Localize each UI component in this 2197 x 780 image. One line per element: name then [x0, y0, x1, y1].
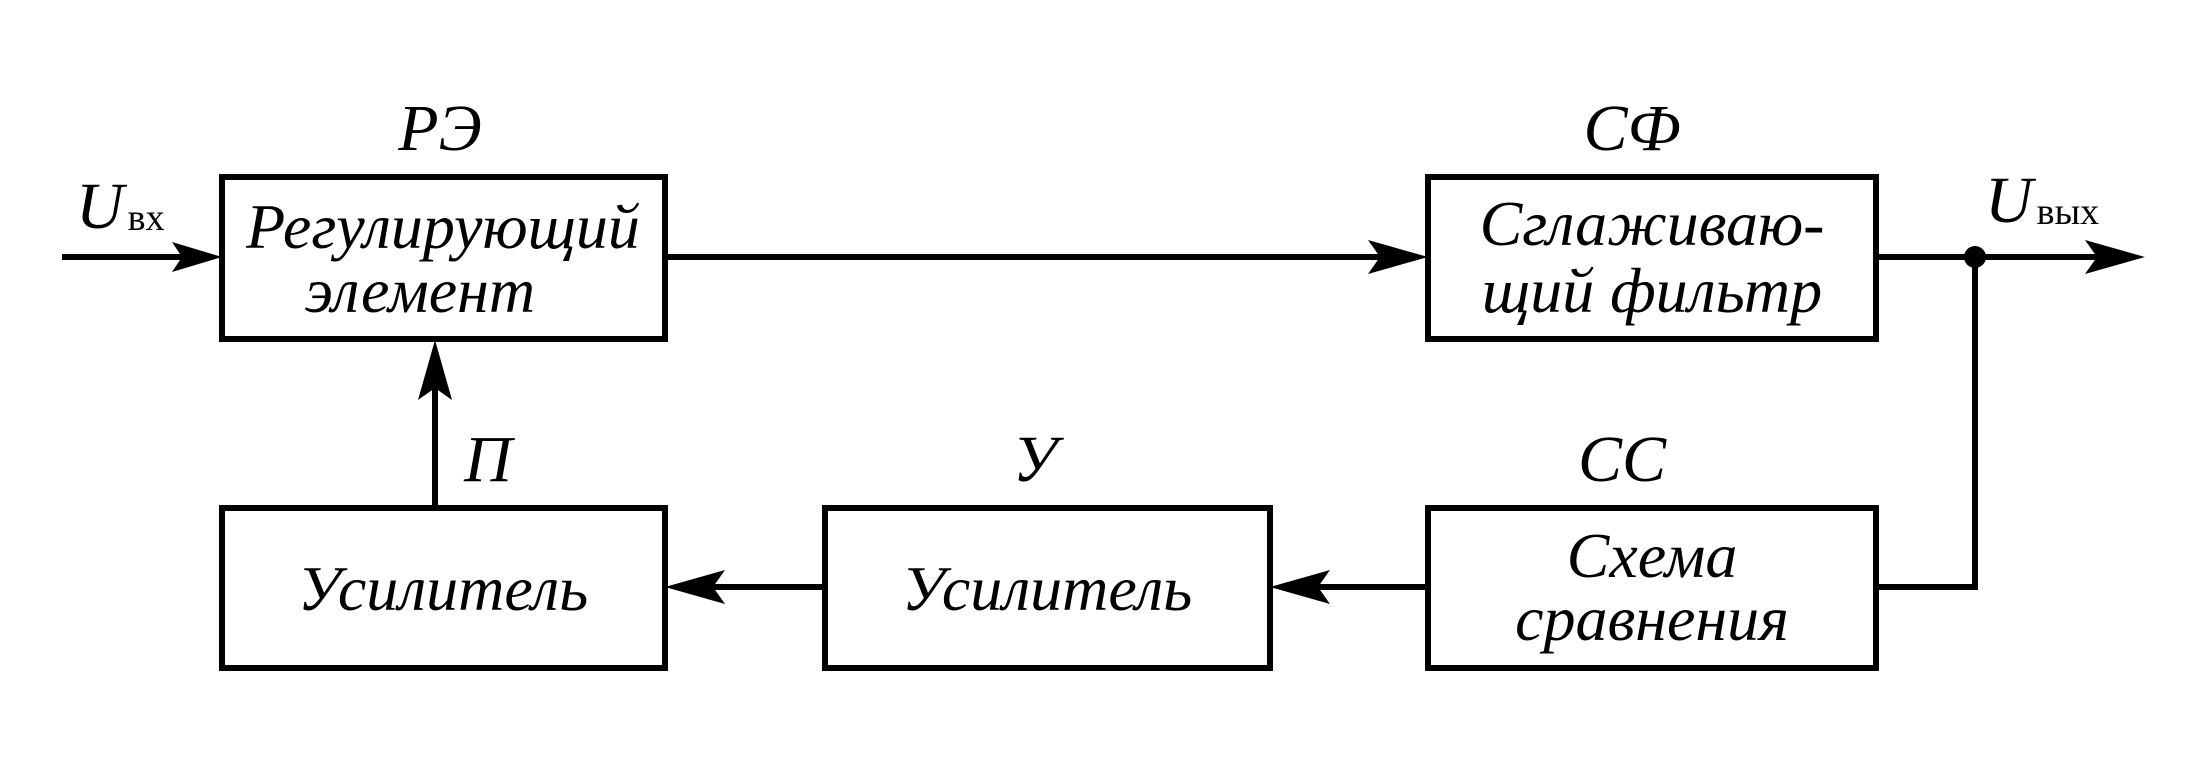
- regulating-element-line2: элемент: [305, 255, 535, 326]
- input-signal-main: U: [76, 170, 128, 243]
- amplifier-p-box: [219, 505, 668, 671]
- block-regulating-element: Регулирующий элемент: [219, 174, 668, 342]
- p-to-re-arrowhead: [418, 340, 452, 400]
- tag-ss: СС: [1578, 423, 1667, 496]
- smoothing-filter-box: [1425, 174, 1879, 342]
- amplifier-p-label: Усилитель: [298, 553, 588, 624]
- block-comparison-circuit: Схема сравнения: [1425, 505, 1879, 671]
- regulating-element-line1: Регулирующий: [245, 191, 640, 262]
- re-to-sf-arrowhead: [1368, 240, 1428, 274]
- block-amplifier-p: Усилитель: [219, 505, 668, 671]
- tag-re: РЭ: [397, 92, 482, 165]
- smoothing-filter-line2: щий фильтр: [1482, 255, 1822, 326]
- input-signal-sub: вх: [128, 197, 165, 239]
- comparison-circuit-line2: сравнения: [1515, 583, 1789, 654]
- comparison-circuit-box: [1425, 505, 1879, 671]
- smoothing-filter-line1: Сглаживаю-: [1480, 188, 1825, 259]
- comparison-circuit-line1: Схема: [1567, 520, 1738, 591]
- output-signal-main: U: [1985, 164, 2037, 237]
- feedback-line: [1876, 257, 1978, 590]
- ss-to-u-arrowhead: [1270, 570, 1330, 604]
- u-to-p-arrowhead: [665, 570, 725, 604]
- tag-p: П: [463, 423, 515, 496]
- tag-u: У: [1013, 423, 1065, 496]
- amplifier-u-box: [822, 505, 1273, 671]
- input-arrowhead: [172, 242, 222, 272]
- amplifier-u-label: Усилитель: [902, 553, 1192, 624]
- regulating-element-box: [219, 174, 668, 342]
- output-arrowhead: [2085, 240, 2145, 274]
- output-signal-sub: вых: [2037, 191, 2099, 233]
- block-amplifier-u: Усилитель: [822, 505, 1273, 671]
- block-smoothing-filter: Сглаживаю- щий фильтр: [1425, 174, 1879, 342]
- tag-sf: СФ: [1583, 92, 1680, 165]
